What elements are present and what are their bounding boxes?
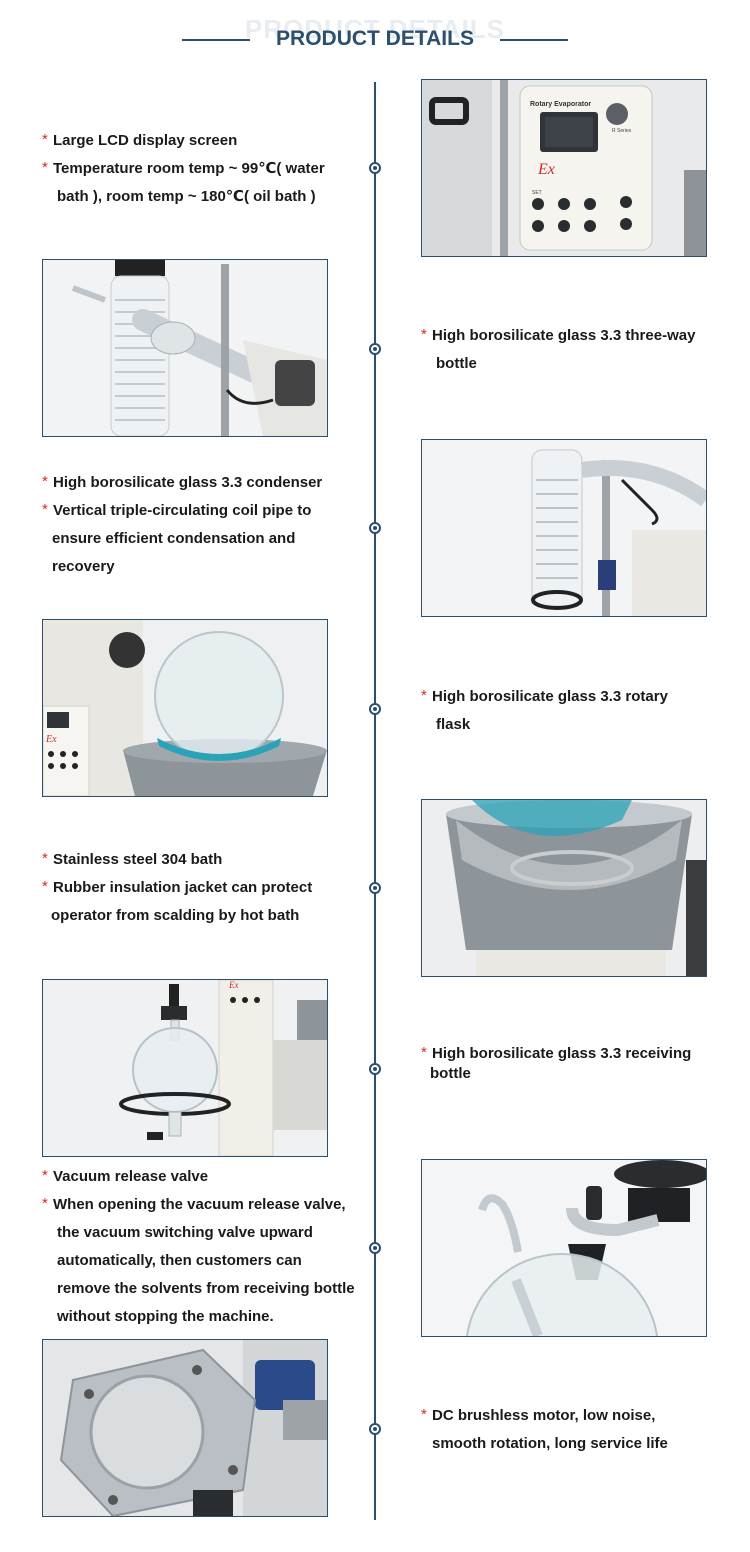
svg-text:Ex: Ex xyxy=(228,980,239,990)
feature-line: Vacuum release valve xyxy=(42,1162,374,1191)
stainless-bath-illustration xyxy=(422,800,706,976)
condenser-illustration xyxy=(422,440,706,616)
header-ghost-text: PRODUCT DETAILS xyxy=(244,14,506,44)
feature-line: When opening the vacuum release valve, xyxy=(42,1190,374,1219)
feature-line: without stopping the machine. xyxy=(57,1308,274,1325)
timeline-line xyxy=(374,82,376,1520)
feature-line: High borosilicate glass 3.3 rotary xyxy=(421,682,741,711)
feature-text-lcd: Large LCD display screen Temperature roo… xyxy=(42,126,362,211)
header-rule-right xyxy=(500,39,568,41)
vacuum-valve-illustration xyxy=(422,1160,706,1336)
photo-condenser xyxy=(421,439,707,617)
section-header: PRODUCT DETAILS PRODUCT DETAILS xyxy=(0,0,750,70)
receiving-bottle-illustration: Ex xyxy=(43,980,327,1156)
feature-line: smooth rotation, long service life xyxy=(432,1435,668,1452)
feature-line: the vacuum switching valve upward xyxy=(57,1224,313,1241)
photo-control-panel: Rotary Evaporator R Series Ex SET xyxy=(421,79,707,257)
photo-vacuum-valve xyxy=(421,1159,707,1337)
timeline-dot xyxy=(369,1242,381,1254)
timeline-dot xyxy=(369,1063,381,1075)
timeline-dot xyxy=(369,162,381,174)
panel-title: Rotary Evaporator xyxy=(530,101,591,108)
photo-receiving-bottle: Ex xyxy=(42,979,328,1157)
feature-line: High borosilicate glass 3.3 condenser xyxy=(42,468,362,497)
feature-line: Temperature room temp ~ 99℃( water xyxy=(42,154,362,183)
feature-line: ensure efficient condensation and xyxy=(52,530,296,547)
page-title: PRODUCT DETAILS xyxy=(276,27,474,50)
feature-line: Large LCD display screen xyxy=(42,126,362,155)
panel-mark: Ex xyxy=(537,161,555,178)
timeline-dot xyxy=(369,522,381,534)
feature-line: Vertical triple-circulating coil pipe to xyxy=(42,496,362,525)
feature-line: flask xyxy=(436,716,471,733)
three-way-bottle-illustration xyxy=(43,260,327,436)
feature-text-vacuum-valve: Vacuum release valve When opening the va… xyxy=(42,1162,374,1331)
feature-text-condenser: High borosilicate glass 3.3 condenser Ve… xyxy=(42,468,362,581)
feature-line: remove the solvents from receiving bottl… xyxy=(57,1280,355,1297)
rotary-flask-illustration: Ex xyxy=(43,620,327,796)
feature-line: DC brushless motor, low noise, xyxy=(421,1401,741,1430)
feature-text-three-way-bottle: High borosilicate glass 3.3 three-way bo… xyxy=(421,321,741,378)
timeline-dot xyxy=(369,703,381,715)
feature-line: recovery xyxy=(52,558,115,575)
small-panel-mark: Ex xyxy=(45,734,57,745)
feature-text-motor: DC brushless motor, low noise, smooth ro… xyxy=(421,1401,741,1458)
timeline-dot xyxy=(369,1423,381,1435)
feature-line: bottle xyxy=(436,355,477,372)
feature-line: High borosilicate glass 3.3 three-way xyxy=(421,321,741,350)
feature-line: High borosilicate glass 3.3 receiving xyxy=(421,1043,741,1064)
feature-text-rotary-flask: High borosilicate glass 3.3 rotary flask xyxy=(421,682,741,739)
panel-series: R Series xyxy=(612,128,632,134)
photo-stainless-bath xyxy=(421,799,707,977)
feature-text-receiving-bottle: High borosilicate glass 3.3 receiving bo… xyxy=(421,1043,741,1084)
feature-line: automatically, then customers can xyxy=(57,1252,302,1269)
panel-set-label: SET xyxy=(532,190,542,196)
feature-text-bath: Stainless steel 304 bath Rubber insulati… xyxy=(42,845,362,930)
photo-three-way-bottle xyxy=(42,259,328,437)
feature-line: Stainless steel 304 bath xyxy=(42,845,362,874)
feature-line: Rubber insulation jacket can protect xyxy=(42,873,362,902)
header-rule-left xyxy=(182,39,250,41)
photo-rotary-flask: Ex xyxy=(42,619,328,797)
motor-illustration xyxy=(43,1340,327,1516)
control-panel-illustration: Rotary Evaporator R Series Ex SET xyxy=(422,80,706,256)
feature-line: operator from scalding by hot bath xyxy=(51,907,300,924)
feature-line: bottle xyxy=(430,1065,471,1082)
timeline-dot xyxy=(369,343,381,355)
feature-line: bath ), room temp ~ 180℃( oil bath ) xyxy=(57,188,316,205)
timeline-dot xyxy=(369,882,381,894)
photo-motor xyxy=(42,1339,328,1517)
